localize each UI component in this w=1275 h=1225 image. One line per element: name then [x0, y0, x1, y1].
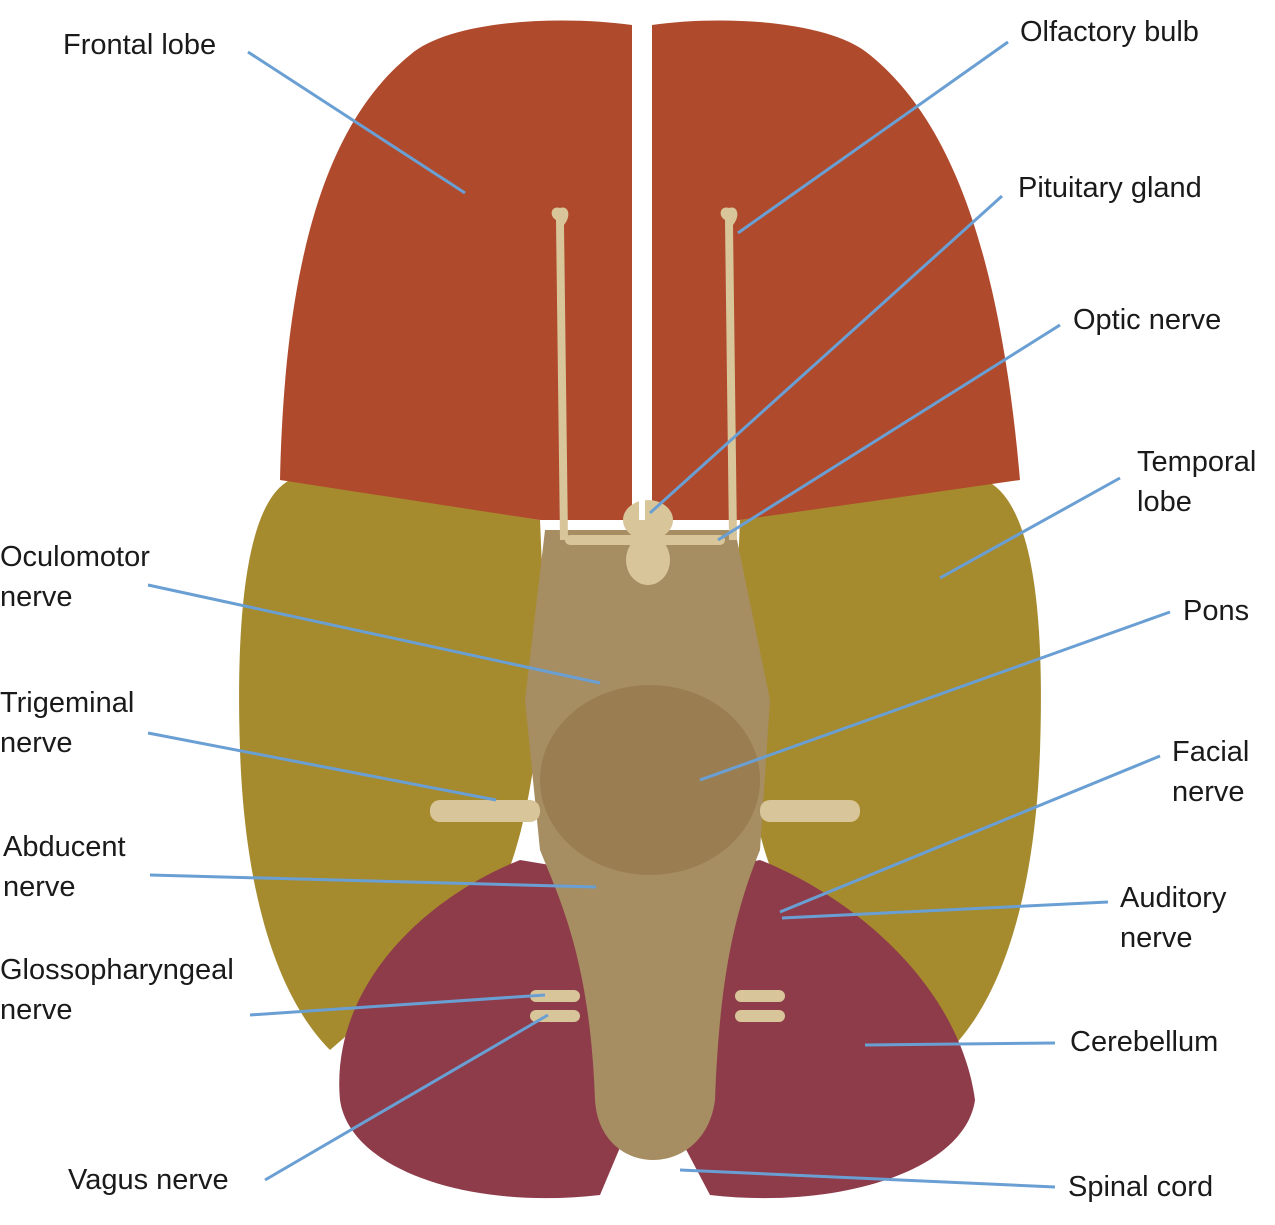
label-frontal-lobe: Frontal lobe — [63, 29, 217, 61]
right-olfactory-tract — [720, 207, 738, 540]
leader-oculomotor-nerve — [147, 583, 601, 685]
leader-temporal-lobe — [939, 476, 1121, 580]
brainstem — [525, 530, 770, 1160]
label-glossopharyngeal-nerve: Glossopharyngeal nerve — [0, 954, 234, 1026]
label-pituitary-gland: Pituitary gland — [1018, 172, 1202, 204]
leader-olfactory-bulb — [737, 40, 1009, 235]
label-olfactory-bulb: Olfactory bulb — [1020, 16, 1199, 48]
leader-abducent-nerve — [149, 873, 597, 889]
leader-spinal-cord — [679, 1168, 1056, 1189]
left-frontal-lobe — [280, 20, 632, 520]
leader-facial-nerve — [779, 754, 1161, 914]
leader-lines — [147, 40, 1171, 1189]
pituitary-shape — [623, 500, 673, 540]
label-cerebellum: Cerebellum — [1070, 1026, 1219, 1058]
left-olfactory-tract — [551, 207, 569, 540]
right-frontal-lobe — [652, 20, 1020, 520]
cerebellum-shape — [339, 860, 975, 1199]
frontal-lobes — [280, 20, 1020, 520]
label-abducent-nerve: Abducent nerve — [3, 831, 126, 903]
leader-auditory-nerve — [781, 900, 1109, 920]
leader-cerebellum — [864, 1041, 1056, 1047]
leader-frontal-lobe — [247, 50, 466, 195]
label-trigeminal-nerve: Trigeminal nerve — [0, 687, 135, 759]
leader-pons — [699, 610, 1171, 782]
label-temporal-lobe: Temporal lobe — [1137, 446, 1257, 518]
nerves — [430, 207, 860, 1022]
label-auditory-nerve: Auditory nerve — [1120, 882, 1227, 954]
leader-pituitary-gland — [648, 194, 1004, 515]
label-spinal-cord: Spinal cord — [1068, 1171, 1214, 1203]
leader-trigeminal-nerve — [147, 731, 497, 802]
leader-optic-nerve — [717, 323, 1061, 542]
label-vagus-nerve: Vagus nerve — [68, 1164, 229, 1196]
label-pons: Pons — [1183, 595, 1250, 627]
label-oculomotor-nerve: Oculomotor nerve — [0, 541, 150, 613]
leader-vagus-nerve — [264, 1013, 549, 1182]
label-optic-nerve: Optic nerve — [1073, 304, 1222, 336]
leader-glossopharyngeal-nerve — [249, 993, 546, 1017]
label-facial-nerve: Facial nerve — [1172, 736, 1250, 808]
